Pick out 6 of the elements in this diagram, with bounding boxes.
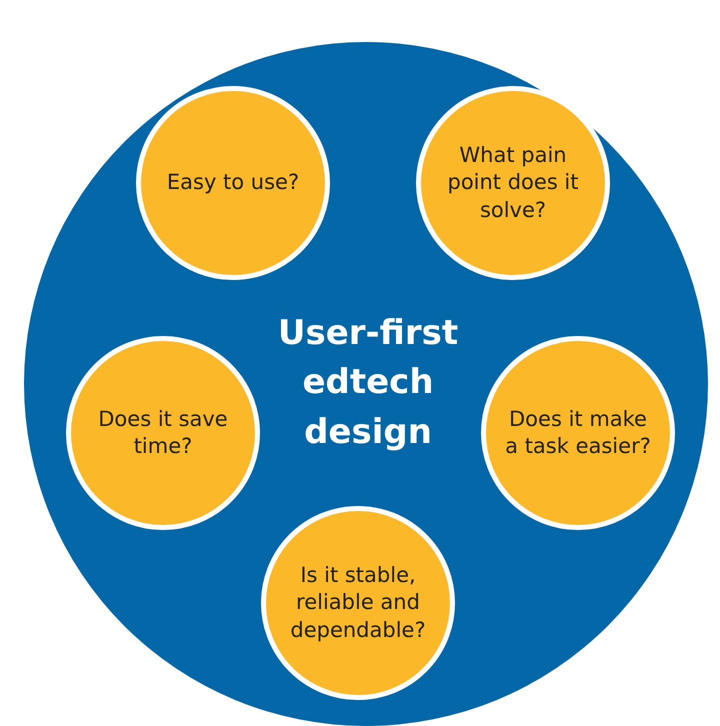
question-text: Does it save time? [97,406,229,460]
question-text: Easy to use? [166,169,300,196]
hub-title: User-first edtech design [276,312,460,454]
question-text: Does it make a task easier? [504,406,652,460]
question-text: Is it stable, reliable and dependable? [289,562,427,644]
question-text: What pain point does it solve? [446,142,580,224]
